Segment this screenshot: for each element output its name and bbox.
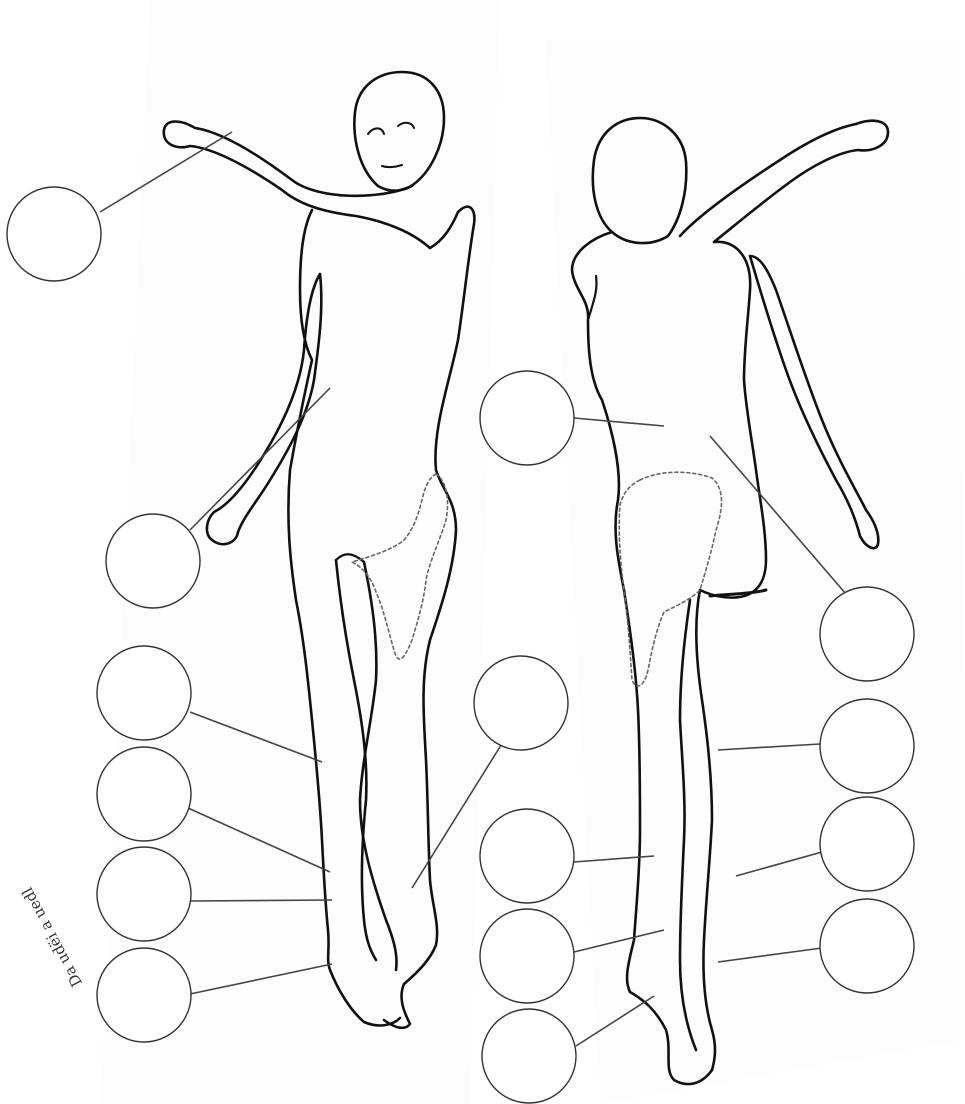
label-circle-front-right-leg bbox=[474, 656, 568, 750]
label-circle-front-arm bbox=[7, 187, 101, 281]
label-circle-back-calf-left bbox=[480, 809, 574, 903]
label-circle-back-heel bbox=[482, 1009, 576, 1103]
label-circle-back-calf-right bbox=[820, 797, 914, 891]
label-circle-back-ankle-right bbox=[820, 899, 914, 993]
label-circle-front-knee bbox=[97, 747, 191, 841]
label-circle-front-thigh bbox=[97, 646, 191, 740]
label-circle-back-waist bbox=[480, 371, 574, 465]
label-circle-back-ankle-left bbox=[480, 909, 574, 1003]
leader-front-shin bbox=[190, 900, 332, 901]
label-circle-back-thigh bbox=[820, 699, 914, 793]
label-circle-back-hip bbox=[820, 587, 914, 681]
label-circle-front-shin bbox=[97, 847, 191, 941]
label-circle-front-ankle bbox=[97, 948, 191, 1042]
label-circle-front-torso bbox=[106, 514, 200, 608]
